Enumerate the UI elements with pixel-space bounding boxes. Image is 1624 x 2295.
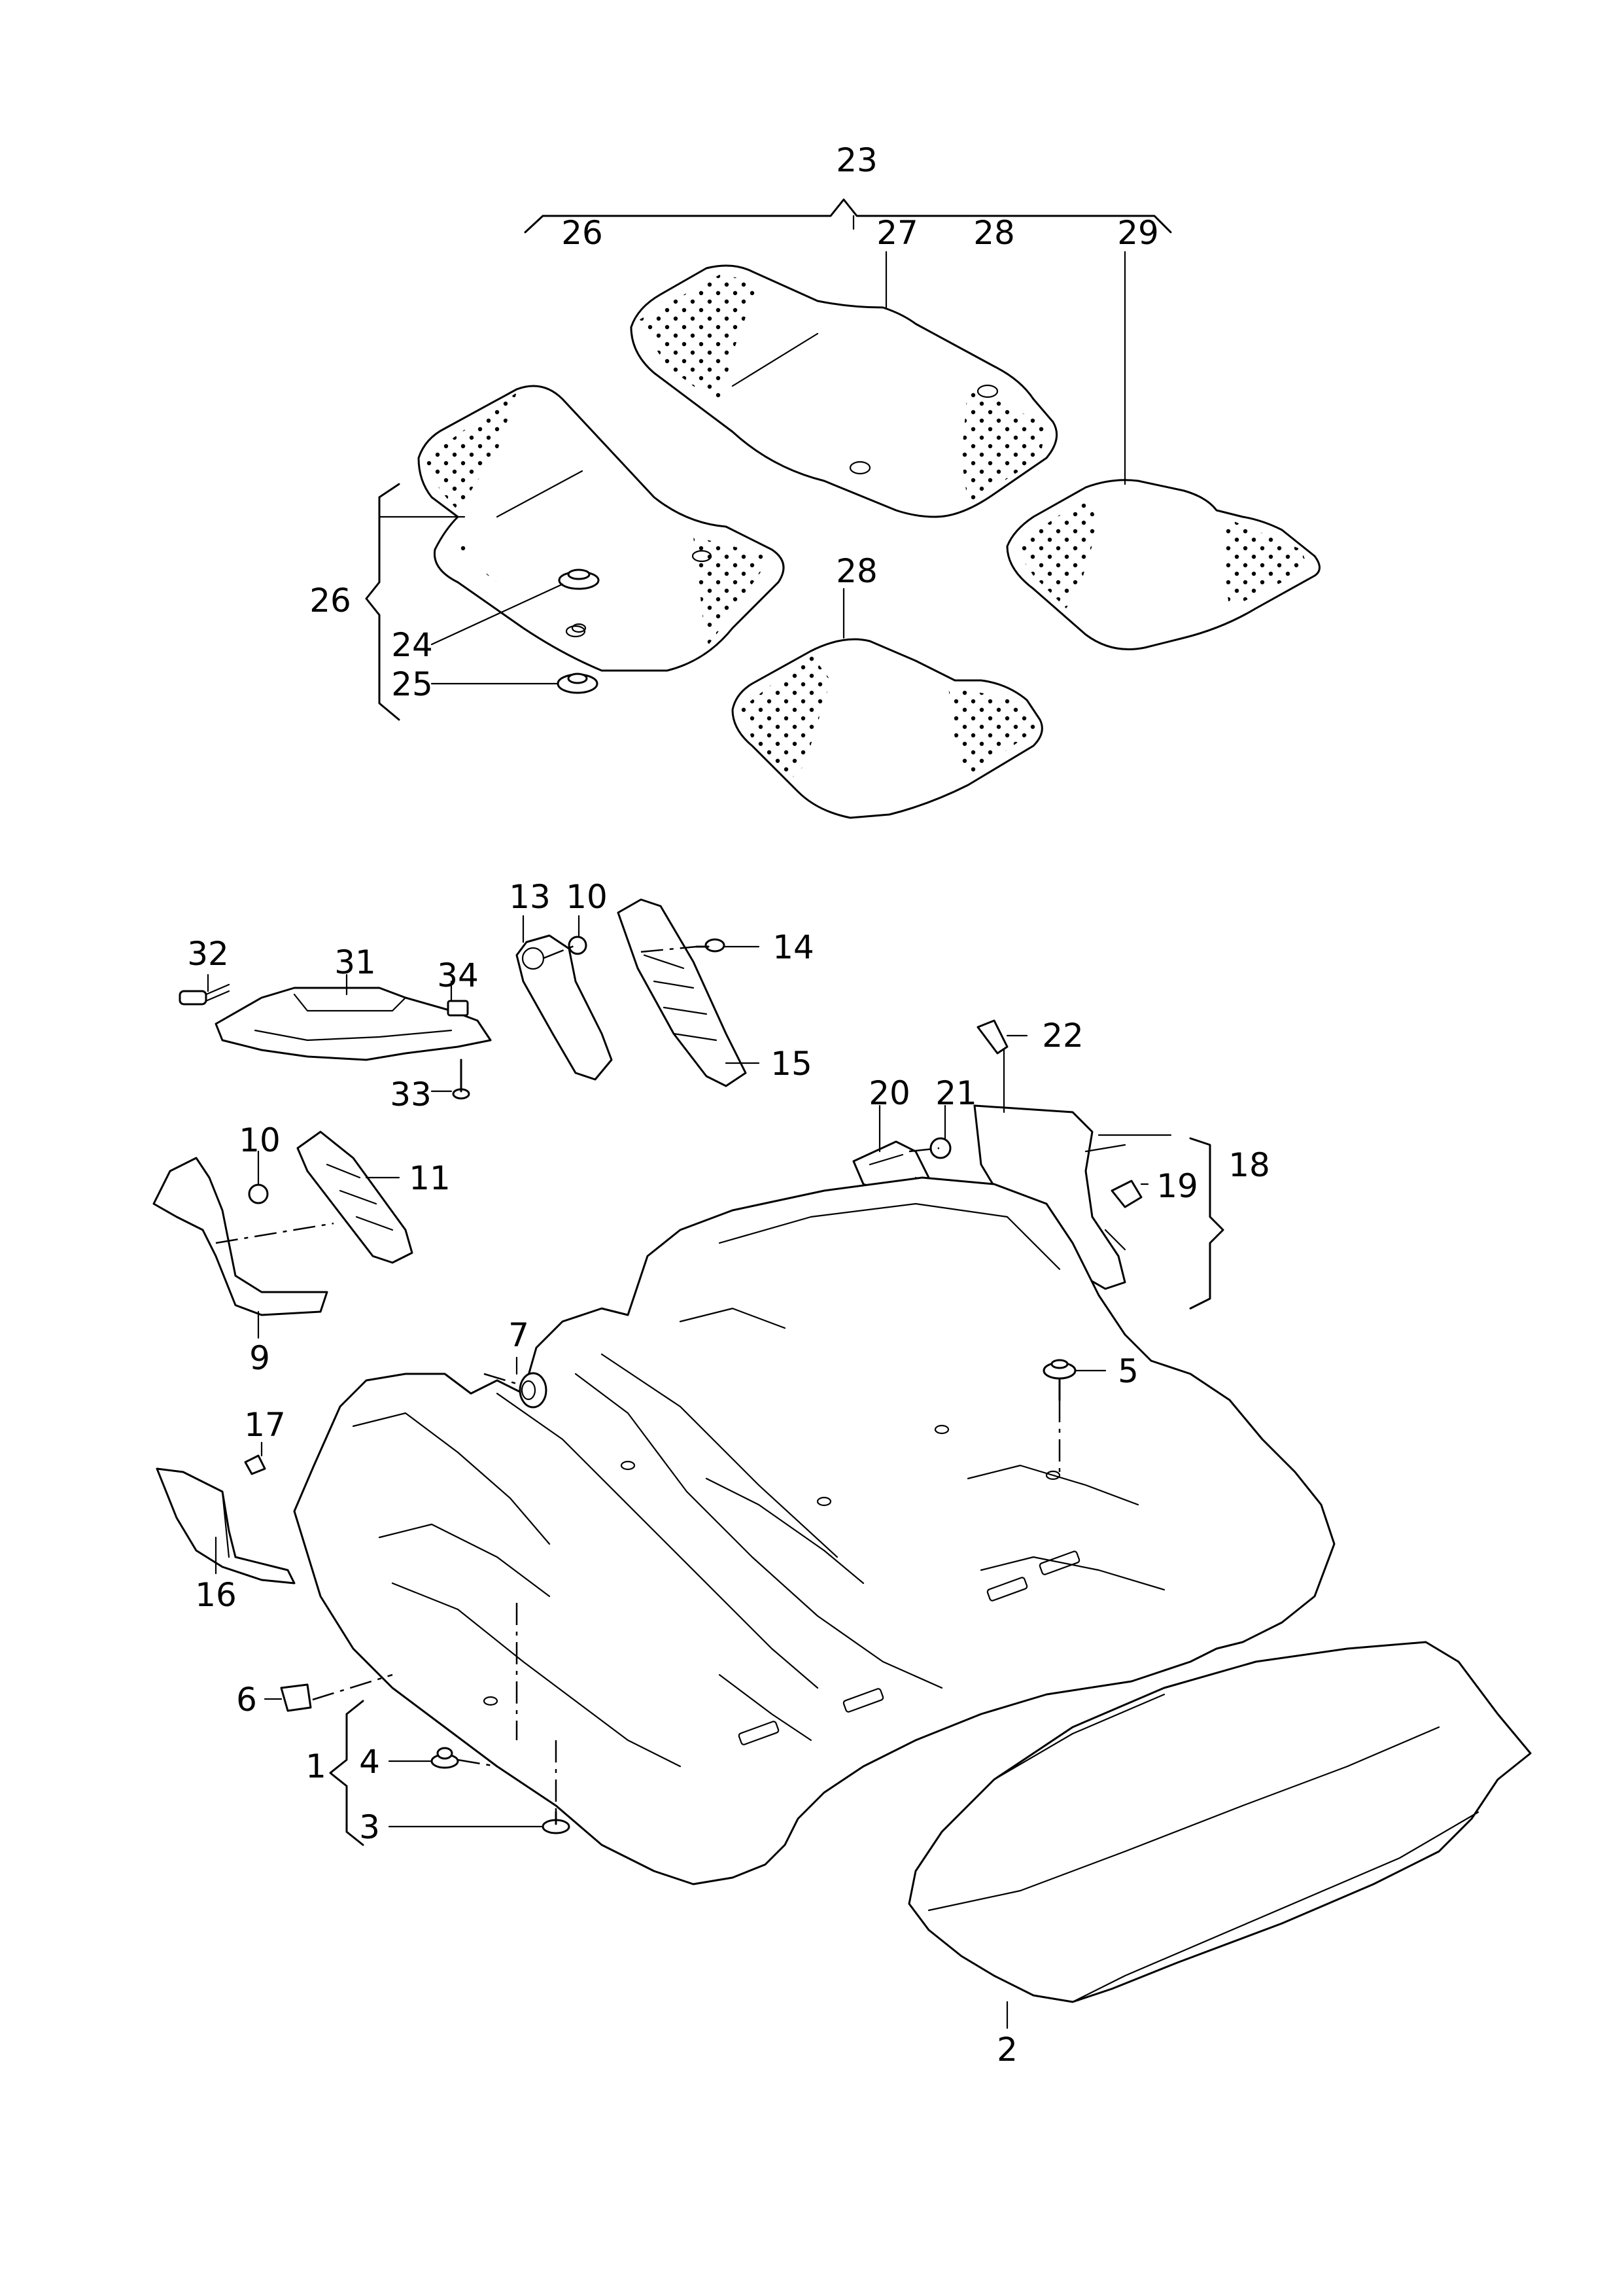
callout-1: 1 [305, 1747, 326, 1785]
fastener-4 [430, 1603, 518, 1769]
callout-25: 25 [391, 665, 433, 703]
callout-6: 6 [236, 1681, 257, 1719]
mat-front-right [630, 264, 1058, 518]
nut-34 [447, 1000, 469, 1017]
callout-17: 17 [244, 1406, 286, 1444]
callout-15: 15 [770, 1045, 812, 1083]
clip-6 [280, 1673, 393, 1712]
bracket-9 [152, 1157, 328, 1316]
nut-21 [908, 1137, 952, 1159]
callout-3: 3 [359, 1808, 380, 1846]
group-1-bracket [329, 1700, 364, 1846]
callout-14: 14 [772, 928, 814, 966]
screw-14 [640, 938, 725, 953]
callout-10-lower: 10 [239, 1121, 281, 1159]
callout-21: 21 [935, 1074, 977, 1112]
callout-11: 11 [409, 1159, 451, 1197]
callout-34: 34 [437, 956, 479, 994]
floor-covering [293, 1176, 1336, 1885]
group-26-bracket [365, 483, 466, 721]
pedal-pad-15 [617, 898, 747, 1087]
pedal-pad-11 [215, 1130, 413, 1264]
callout-33: 33 [390, 1076, 432, 1113]
callout-7: 7 [508, 1316, 529, 1354]
retainer-24 [558, 569, 600, 633]
callout-23: 23 [836, 141, 878, 179]
callout-20: 20 [869, 1074, 910, 1112]
clip-5 [1043, 1359, 1077, 1475]
screw-33 [452, 1059, 470, 1100]
callout-2: 2 [997, 2031, 1018, 2069]
clip-19 [1111, 1180, 1143, 1208]
grommet-7 [483, 1372, 547, 1409]
callout-26-side: 26 [309, 582, 351, 620]
trim-31 [215, 987, 492, 1061]
callout-4: 4 [359, 1743, 380, 1781]
callout-27: 27 [876, 214, 918, 252]
callout-26-top: 26 [561, 214, 603, 252]
callout-31: 31 [334, 943, 376, 981]
callout-10-upper: 10 [566, 878, 608, 916]
clip-32 [179, 983, 230, 1006]
callout-labels: 1 2 3 4 5 6 7 9 10 10 11 13 14 15 16 17 … [187, 141, 1270, 2069]
fastener-3 [542, 1740, 570, 1834]
nut-10-upper [542, 936, 587, 960]
nut-10-lower [248, 1183, 269, 1204]
callout-29: 29 [1117, 214, 1159, 252]
callout-16: 16 [195, 1576, 237, 1614]
mat-rear-left [731, 638, 1043, 819]
mat-front-left [417, 385, 785, 672]
retainer-25 [557, 673, 598, 694]
callout-28-lower: 28 [836, 552, 878, 590]
callout-22: 22 [1042, 1017, 1084, 1055]
callout-5: 5 [1118, 1352, 1139, 1390]
callout-9: 9 [249, 1339, 270, 1377]
bracket-13 [515, 934, 613, 1081]
callout-13: 13 [509, 878, 551, 916]
trim-16 [156, 1467, 296, 1585]
mat-rear-right [1006, 479, 1321, 650]
clip-17 [244, 1454, 266, 1475]
leader-lines [207, 215, 1149, 2029]
callout-28-top: 28 [973, 214, 1015, 252]
mat-set-bracket [524, 198, 1172, 234]
bracket-18-callout [1097, 1134, 1224, 1310]
callout-24: 24 [391, 626, 433, 664]
callout-32: 32 [187, 935, 229, 973]
callout-18: 18 [1228, 1146, 1270, 1184]
rear-floor-covering [908, 1641, 1532, 2003]
callout-19: 19 [1156, 1167, 1198, 1205]
clip-22 [976, 1019, 1009, 1055]
